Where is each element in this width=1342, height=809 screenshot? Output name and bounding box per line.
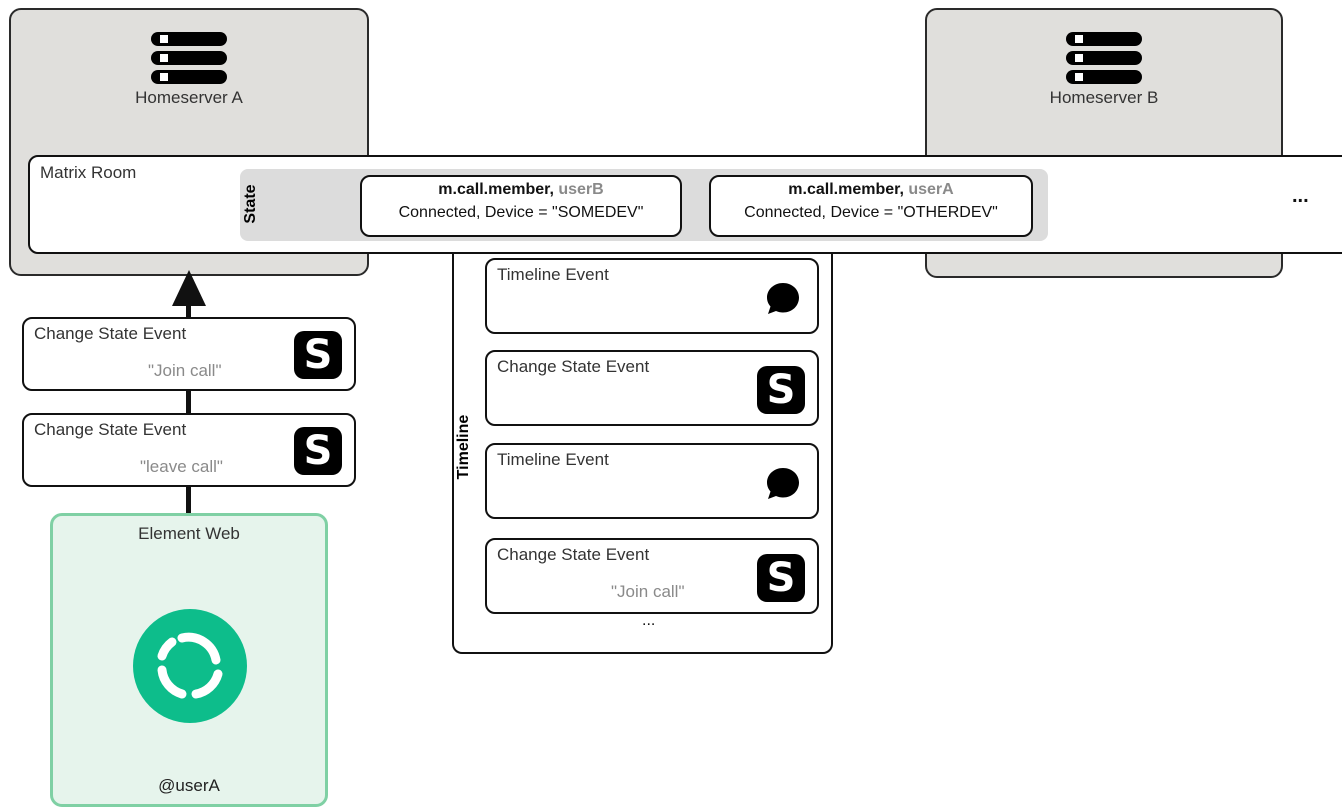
state-s-icon: S bbox=[757, 554, 805, 602]
call-member-card-usera: m.call.member, userA Connected, Device =… bbox=[709, 175, 1033, 237]
state-s-icon: S bbox=[294, 427, 342, 475]
server-stack-icon bbox=[1066, 32, 1142, 84]
homeserver-b-label: Homeserver B bbox=[1049, 88, 1159, 107]
state-s-icon: S bbox=[294, 331, 342, 379]
state-label: State bbox=[242, 184, 259, 224]
event-title: Change State Event bbox=[497, 357, 650, 376]
server-stack-icon bbox=[151, 32, 227, 84]
timeline-change-state-event-join: Change State Event "Join call" S bbox=[485, 538, 819, 614]
timeline-more-ellipsis: ... bbox=[642, 612, 656, 629]
event-title: Timeline Event bbox=[497, 450, 609, 469]
event-quote: "leave call" bbox=[140, 457, 223, 476]
timeline-change-state-event: Change State Event S bbox=[485, 350, 819, 426]
matrix-room: Matrix Room State m.call.member, userB C… bbox=[28, 155, 1342, 254]
connector-line bbox=[186, 300, 191, 518]
change-state-event-join: Change State Event "Join call" S bbox=[22, 317, 356, 391]
event-quote: "Join call" bbox=[611, 582, 685, 601]
element-logo-icon bbox=[133, 609, 247, 723]
event-title: Change State Event bbox=[34, 324, 187, 343]
event-title: Change State Event bbox=[34, 420, 187, 439]
member-user: userB bbox=[558, 181, 604, 198]
change-state-event-leave: Change State Event "leave call" S bbox=[22, 413, 356, 487]
timeline-event: Timeline Event bbox=[485, 258, 819, 334]
room-more-ellipsis: ... bbox=[1292, 185, 1309, 207]
member-event-type: m.call.member, bbox=[438, 181, 554, 198]
call-member-card-userb: m.call.member, userB Connected, Device =… bbox=[360, 175, 682, 237]
member-event-type: m.call.member, bbox=[788, 181, 904, 198]
homeserver-a-label: Homeserver A bbox=[135, 88, 243, 107]
matrix-room-label: Matrix Room bbox=[40, 163, 137, 182]
timeline-event: Timeline Event bbox=[485, 443, 819, 519]
member-detail: Connected, Device = "SOMEDEV" bbox=[398, 204, 644, 221]
chat-bubble-icon bbox=[767, 283, 799, 314]
client-title: Element Web bbox=[138, 524, 240, 543]
client-user: @userA bbox=[158, 776, 220, 795]
arrow-up-icon bbox=[172, 270, 206, 306]
event-title: Change State Event bbox=[497, 545, 650, 564]
event-title: Timeline Event bbox=[497, 265, 609, 284]
event-quote: "Join call" bbox=[148, 361, 222, 380]
element-web-client: Element Web @userA bbox=[50, 513, 328, 807]
timeline-label: Timeline bbox=[455, 414, 472, 480]
member-user: userA bbox=[908, 181, 954, 198]
chat-bubble-icon bbox=[767, 468, 799, 499]
state-s-icon: S bbox=[757, 366, 805, 414]
member-detail: Connected, Device = "OTHERDEV" bbox=[744, 204, 998, 221]
